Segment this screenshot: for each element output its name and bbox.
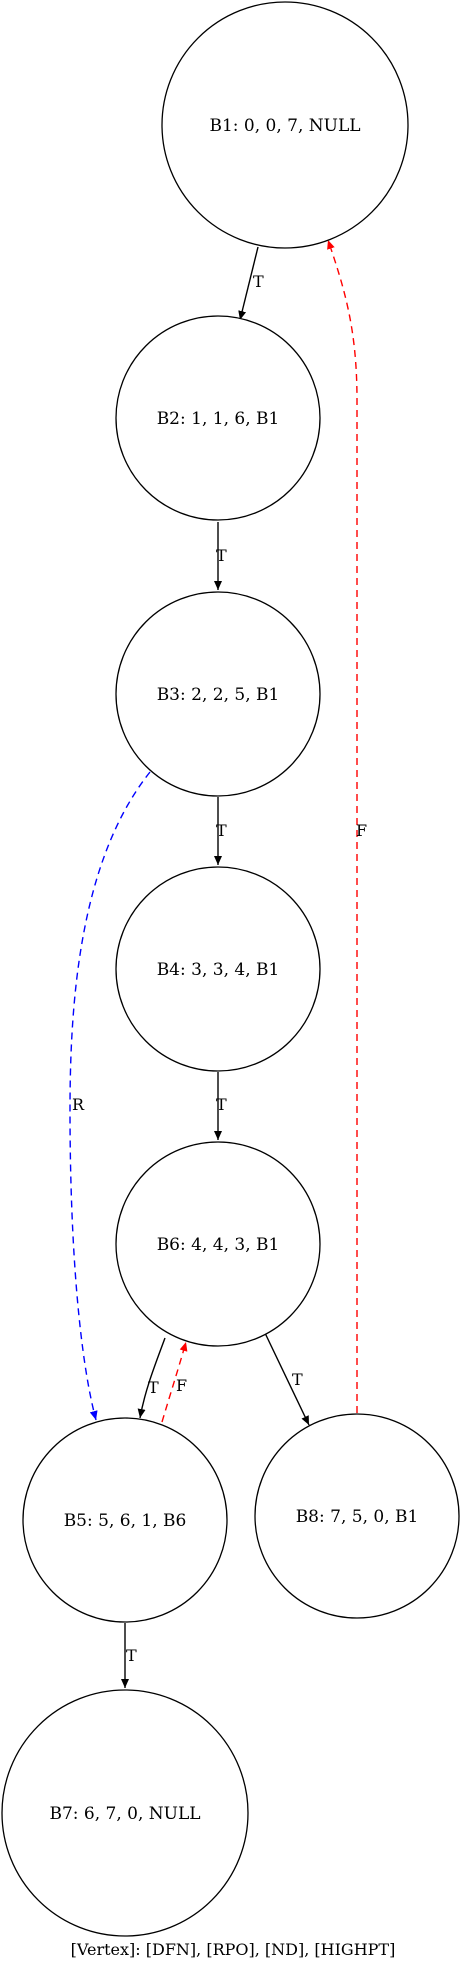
edge-b6-b8-line <box>264 1332 310 1426</box>
edge-b6-b5: T <box>137 1337 166 1419</box>
node-b4[interactable]: B4: 3, 3, 4, B1 <box>115 866 321 1072</box>
node-b2-circle <box>115 315 321 521</box>
edge-b1-b2-line <box>238 246 259 321</box>
node-b2-label: B2: 1, 1, 6, B1 <box>157 409 280 429</box>
node-b7-label: B7: 6, 7, 0, NULL <box>49 1804 200 1824</box>
edge-b6-b5-label: T <box>148 1378 159 1397</box>
edge-b5-b7: T <box>121 1623 137 1688</box>
node-b4-circle <box>115 866 321 1072</box>
node-b1-circle <box>161 1 409 249</box>
edge-b5-b6-line <box>161 1341 188 1423</box>
edges: T T T T T F T <box>69 239 367 1688</box>
node-b7-circle <box>1 1689 249 1937</box>
edge-b8-b1-line <box>327 239 358 1413</box>
node-b1[interactable]: B1: 0, 0, 7, NULL <box>161 1 409 249</box>
edge-b4-b6: T <box>214 1072 227 1140</box>
edge-b1-b2: T <box>238 246 264 321</box>
edge-b3-b5-label: R <box>72 1095 85 1114</box>
node-b6-label: B6: 4, 4, 3, B1 <box>157 1235 280 1255</box>
node-b8[interactable]: B8: 7, 5, 0, B1 <box>254 1413 460 1619</box>
edge-b8-b1: F <box>327 239 367 1413</box>
edge-b4-b6-label: T <box>216 1095 227 1114</box>
node-b6[interactable]: B6: 4, 4, 3, B1 <box>115 1141 321 1347</box>
edge-b5-b7-label: T <box>126 1646 137 1665</box>
node-b5-circle <box>22 1417 228 1623</box>
edge-b5-b6: F <box>161 1341 188 1423</box>
node-b5[interactable]: B5: 5, 6, 1, B6 <box>22 1417 228 1623</box>
node-b8-circle <box>254 1413 460 1619</box>
edge-b6-b8-label: T <box>292 1370 303 1389</box>
edge-b6-b5-line <box>137 1337 166 1419</box>
nodes: B1: 0, 0, 7, NULL B2: 1, 1, 6, B1 B3: 2,… <box>1 1 460 1937</box>
node-b1-label: B1: 0, 0, 7, NULL <box>209 116 360 136</box>
node-b4-label: B4: 3, 3, 4, B1 <box>157 960 280 980</box>
node-b2[interactable]: B2: 1, 1, 6, B1 <box>115 315 321 521</box>
edge-b3-b4: T <box>214 797 227 865</box>
edge-b1-b2-label: T <box>253 272 264 291</box>
node-b3-circle <box>115 591 321 797</box>
edge-b2-b3-label: T <box>216 546 227 565</box>
node-b3-label: B3: 2, 2, 5, B1 <box>157 685 280 705</box>
node-b5-label: B5: 5, 6, 1, B6 <box>64 1511 187 1531</box>
edge-b8-b1-label: F <box>356 821 367 840</box>
edge-b5-b6-label: F <box>176 1376 187 1395</box>
edge-b3-b5: R <box>69 771 151 1421</box>
edge-b3-b4-label: T <box>216 821 227 840</box>
graph-caption: [Vertex]: [DFN], [RPO], [ND], [HIGHPT] <box>71 1940 396 1959</box>
edge-b3-b5-line <box>69 771 151 1421</box>
node-b6-circle <box>115 1141 321 1347</box>
node-b3[interactable]: B3: 2, 2, 5, B1 <box>115 591 321 797</box>
node-b8-label: B8: 7, 5, 0, B1 <box>296 1507 419 1527</box>
edge-b2-b3: T <box>214 522 227 590</box>
node-b7[interactable]: B7: 6, 7, 0, NULL <box>1 1689 249 1937</box>
edge-b6-b8: T <box>264 1332 310 1426</box>
